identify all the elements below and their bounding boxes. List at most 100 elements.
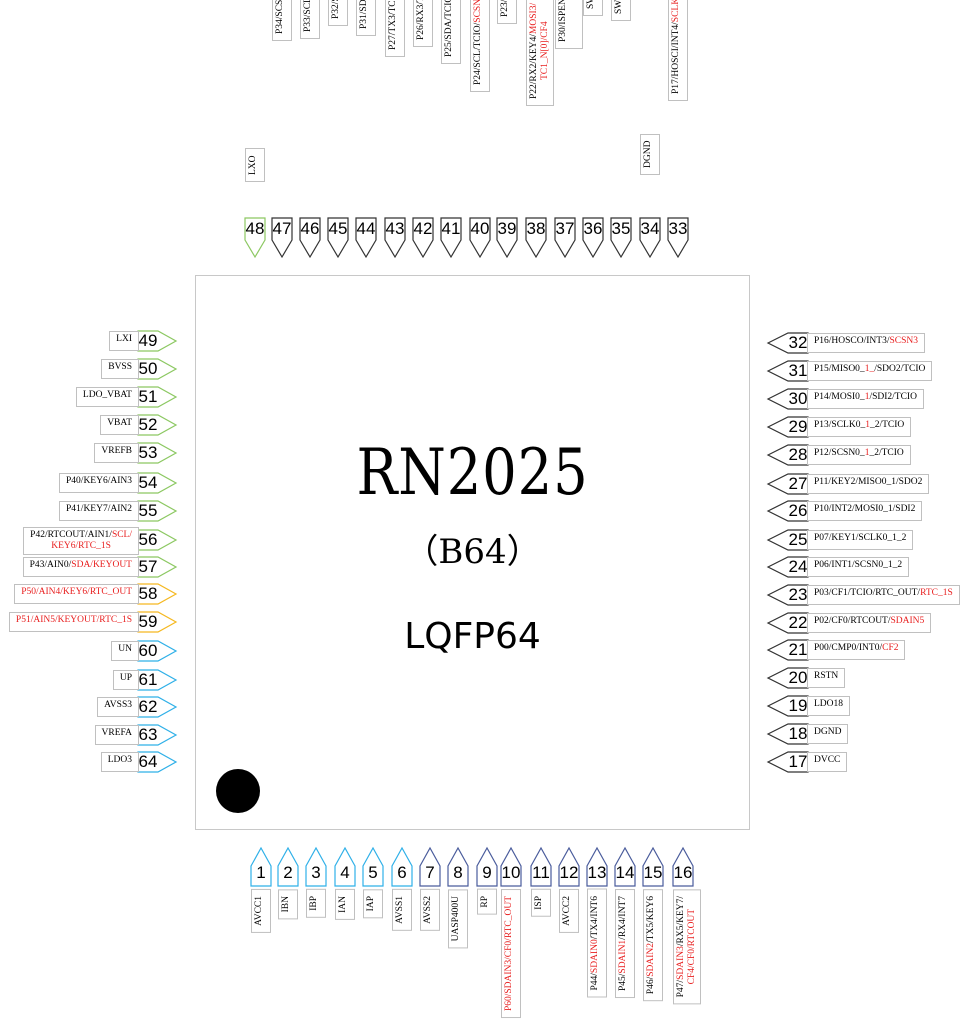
pin-arrow-icon — [327, 217, 349, 259]
pin-label: P12/SCSN0_1_2/TCIO — [807, 445, 911, 465]
pin-label-segment: BVSS — [108, 362, 132, 372]
pin-number: 22 — [788, 613, 808, 632]
pin-label-segment: /TX5/KEY6 — [646, 896, 656, 943]
pin-label-segment: LXI — [116, 334, 132, 344]
pin-label-segment: 1 — [864, 392, 870, 402]
pin-number: 17 — [788, 752, 808, 771]
pin-label-segment: KEY6/RTC_1S — [51, 541, 111, 551]
pin-label-segment: DGND — [643, 140, 653, 168]
pin-number: 44 — [356, 219, 376, 238]
pin-arrow-icon — [137, 640, 178, 662]
pin-label-segment: AVSS1 — [395, 896, 405, 924]
pin-label: P15/MISO0_1_/SDO2/TCIO — [807, 361, 933, 381]
pin-arrow-icon — [305, 846, 327, 887]
pin-number: 59 — [138, 612, 158, 631]
pin-label: P40/KEY6/AIN3 — [59, 473, 139, 493]
pin-arrow-icon — [137, 751, 178, 773]
pin-number: 24 — [788, 557, 808, 576]
pin-label-segment: SCL/ — [111, 530, 132, 540]
pin-label-segment: 1_ — [864, 364, 875, 374]
pin-label: P10/INT2/MOSI0_1/SDI2 — [807, 501, 923, 521]
pin-label-segment: /SDI2/TCIO — [869, 392, 917, 402]
pin-label-segment: RTC_1S — [920, 588, 953, 598]
pin-label: IAN — [335, 889, 355, 920]
pin-number: 34 — [640, 219, 660, 238]
pin-number: 3 — [311, 863, 321, 882]
pin-number: 8 — [453, 863, 463, 882]
pin-arrow-icon — [137, 696, 178, 718]
pin-label-segment: P60/SDAIN3/CF0/RTC_OUT — [504, 896, 514, 1012]
pin-number: 28 — [788, 445, 808, 464]
pin-label: P45/SDAIN1/RX4/INT7 — [615, 889, 635, 999]
pin-label: IBN — [278, 889, 298, 920]
pin-number: 57 — [138, 557, 158, 576]
pin-label: VBAT — [100, 415, 139, 435]
pin-label-segment: P27/TX3/TCIO/ — [388, 0, 398, 50]
pin-label: AVSS2 — [420, 889, 440, 931]
pin-label: AVSS3 — [97, 697, 139, 717]
pin-label-segment: P41/KEY7/AIN2 — [66, 504, 132, 514]
pin-number: 46 — [300, 219, 320, 238]
pin-label-segment: VBAT — [107, 418, 132, 428]
pin-label: ISP — [531, 889, 551, 917]
pin-number: 48 — [245, 219, 265, 238]
pin-number: 64 — [138, 752, 158, 771]
pin-label-segment: P32/SDI2/MOSI0_1/ — [331, 0, 341, 19]
pin-label-segment: DVCC — [814, 755, 841, 765]
pin-number: 29 — [788, 417, 808, 436]
pin-arrow-icon — [440, 217, 462, 259]
pin-label-segment: P50/AIN4/KEY6/RTC_OUT — [21, 587, 132, 597]
pin-number: 55 — [138, 501, 158, 520]
pin-label: P26/RX3/TCIO/CF2/RTC_OUT/MOSI4 — [413, 0, 433, 47]
pin-number: 12 — [559, 863, 579, 882]
pin-label: AVCC1 — [251, 889, 271, 933]
pin-label-segment: P11/KEY2/MISO0_1/SDO2 — [814, 477, 923, 487]
pin-label: P06/INT1/SCSN0_1_2 — [807, 557, 910, 577]
pin-label: P11/KEY2/MISO0_1/SDO2 — [807, 474, 930, 494]
pin-label: P14/MOSI0_1/SDI2/TCIO — [807, 389, 924, 409]
pin-label: RSTN — [807, 668, 846, 688]
pin-label-segment: RSTN — [814, 671, 839, 681]
pin-arrow-icon — [525, 217, 547, 259]
pin-number: 2 — [283, 863, 293, 882]
pin-arrow-icon — [766, 667, 809, 689]
pin-arrow-icon — [137, 556, 178, 578]
pin-label: P24/SCL/TCIO/SCSN4/CF4 — [470, 0, 490, 93]
pin-arrow-icon — [137, 724, 178, 746]
pin-number: 32 — [788, 333, 808, 352]
pin-arrow-icon — [137, 442, 178, 464]
pin-number: 54 — [138, 473, 158, 492]
pin-number: 9 — [482, 863, 492, 882]
pin-label-segment: CF4/CF0/RTCOUT — [687, 908, 697, 985]
pin-label: P46/SDAIN2/TX5/KEY6 — [643, 889, 663, 1002]
pin-label: P16/HOSCO/INT3/SCSN3 — [807, 333, 925, 353]
pin-number: 14 — [615, 863, 635, 882]
pin-number: 45 — [328, 219, 348, 238]
pin-arrow-icon — [277, 846, 299, 887]
pin-label: AVSS1 — [392, 889, 412, 931]
pin-label: P31/SDO2/MISO0_1/SCL/CF4/RTC_OUT — [356, 0, 376, 37]
pin-arrow-icon — [137, 330, 178, 352]
pin-arrow-icon — [250, 846, 272, 887]
pin-arrow-icon — [137, 611, 178, 633]
pin-arrow-icon — [447, 846, 469, 887]
pin-label-segment: /TX4/INT6 — [590, 896, 600, 940]
pin-label-segment: SDAIN2 — [646, 942, 656, 977]
pin-label: IAP — [363, 889, 383, 919]
pin-label-segment: P13/SCLK0_ — [814, 420, 866, 430]
pin-label-segment: SCLK3 — [671, 0, 681, 23]
pin-number: 39 — [497, 219, 517, 238]
pin-arrow-icon — [299, 217, 321, 259]
pin-number: 42 — [413, 219, 433, 238]
pin-arrow-icon — [766, 584, 809, 606]
pin-number: 30 — [788, 389, 808, 408]
pin-label-segment: P12/SCSN0_ — [814, 448, 865, 458]
pin-label: AVCC2 — [559, 889, 579, 933]
pin-label: P07/KEY1/SCLK0_1_2 — [807, 530, 914, 550]
pin-label-segment: CF2 — [882, 643, 899, 653]
pin-label-segment: MOSI3/ — [529, 2, 539, 34]
pin-label-segment: IBP — [309, 896, 319, 911]
pin-label-segment: LDO_VBAT — [82, 390, 132, 400]
pin-number: 10 — [501, 863, 521, 882]
